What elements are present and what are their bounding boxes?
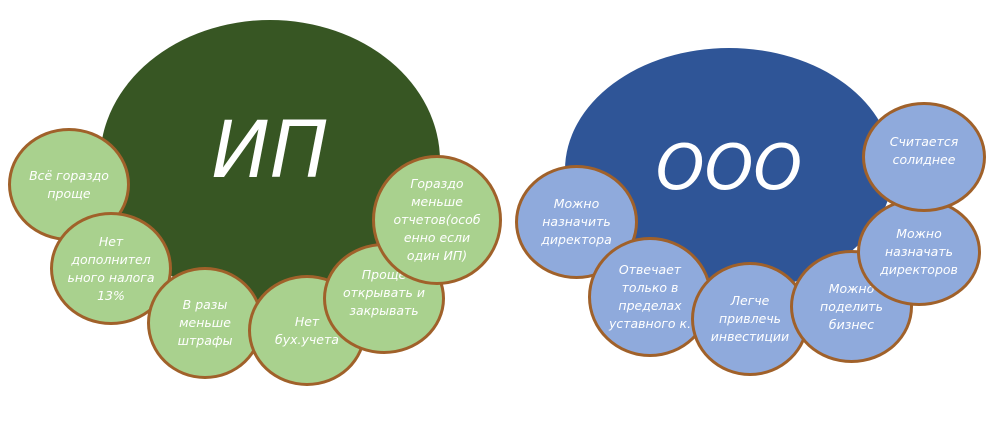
ip-title: ИП [211,106,329,196]
bubble-text: Легче привлечь инвестиции [710,293,790,344]
ip-bubble: Гораздо меньше отчетов(особ енно если од… [372,155,502,285]
bubble-text: Гораздо меньше отчетов(особ енно если од… [393,176,481,263]
bubble-text: Нет бух.учета [275,313,339,347]
bubble-text: В разы меньше штрафы [177,297,233,348]
ooo-bubble: Отвечает только в пределах уставного к. [588,237,712,357]
bubble-text: Можно назначать директоров [880,226,958,277]
bubble-text: Считается солиднее [889,134,959,167]
ooo-title: ООО [655,130,803,204]
ooo-bubble: Можно назначать директоров [857,198,981,306]
bubble-text: Проще открывать и закрывать [342,266,426,318]
bubble-text: Всё гораздо проще [29,167,109,201]
bubble-text: Отвечает только в пределах уставного к. [608,262,692,331]
ooo-bubble: Считается солиднее [862,102,986,212]
bubble-text: Можно назначить директора [541,196,612,247]
ip-bubble: В разы меньше штрафы [147,267,263,379]
bubble-text: Можно поделить бизнес [820,280,883,332]
bubble-text: Нет дополнител ьного налога 13% [67,233,155,303]
ooo-bubble: Легче привлечь инвестиции [691,262,809,376]
